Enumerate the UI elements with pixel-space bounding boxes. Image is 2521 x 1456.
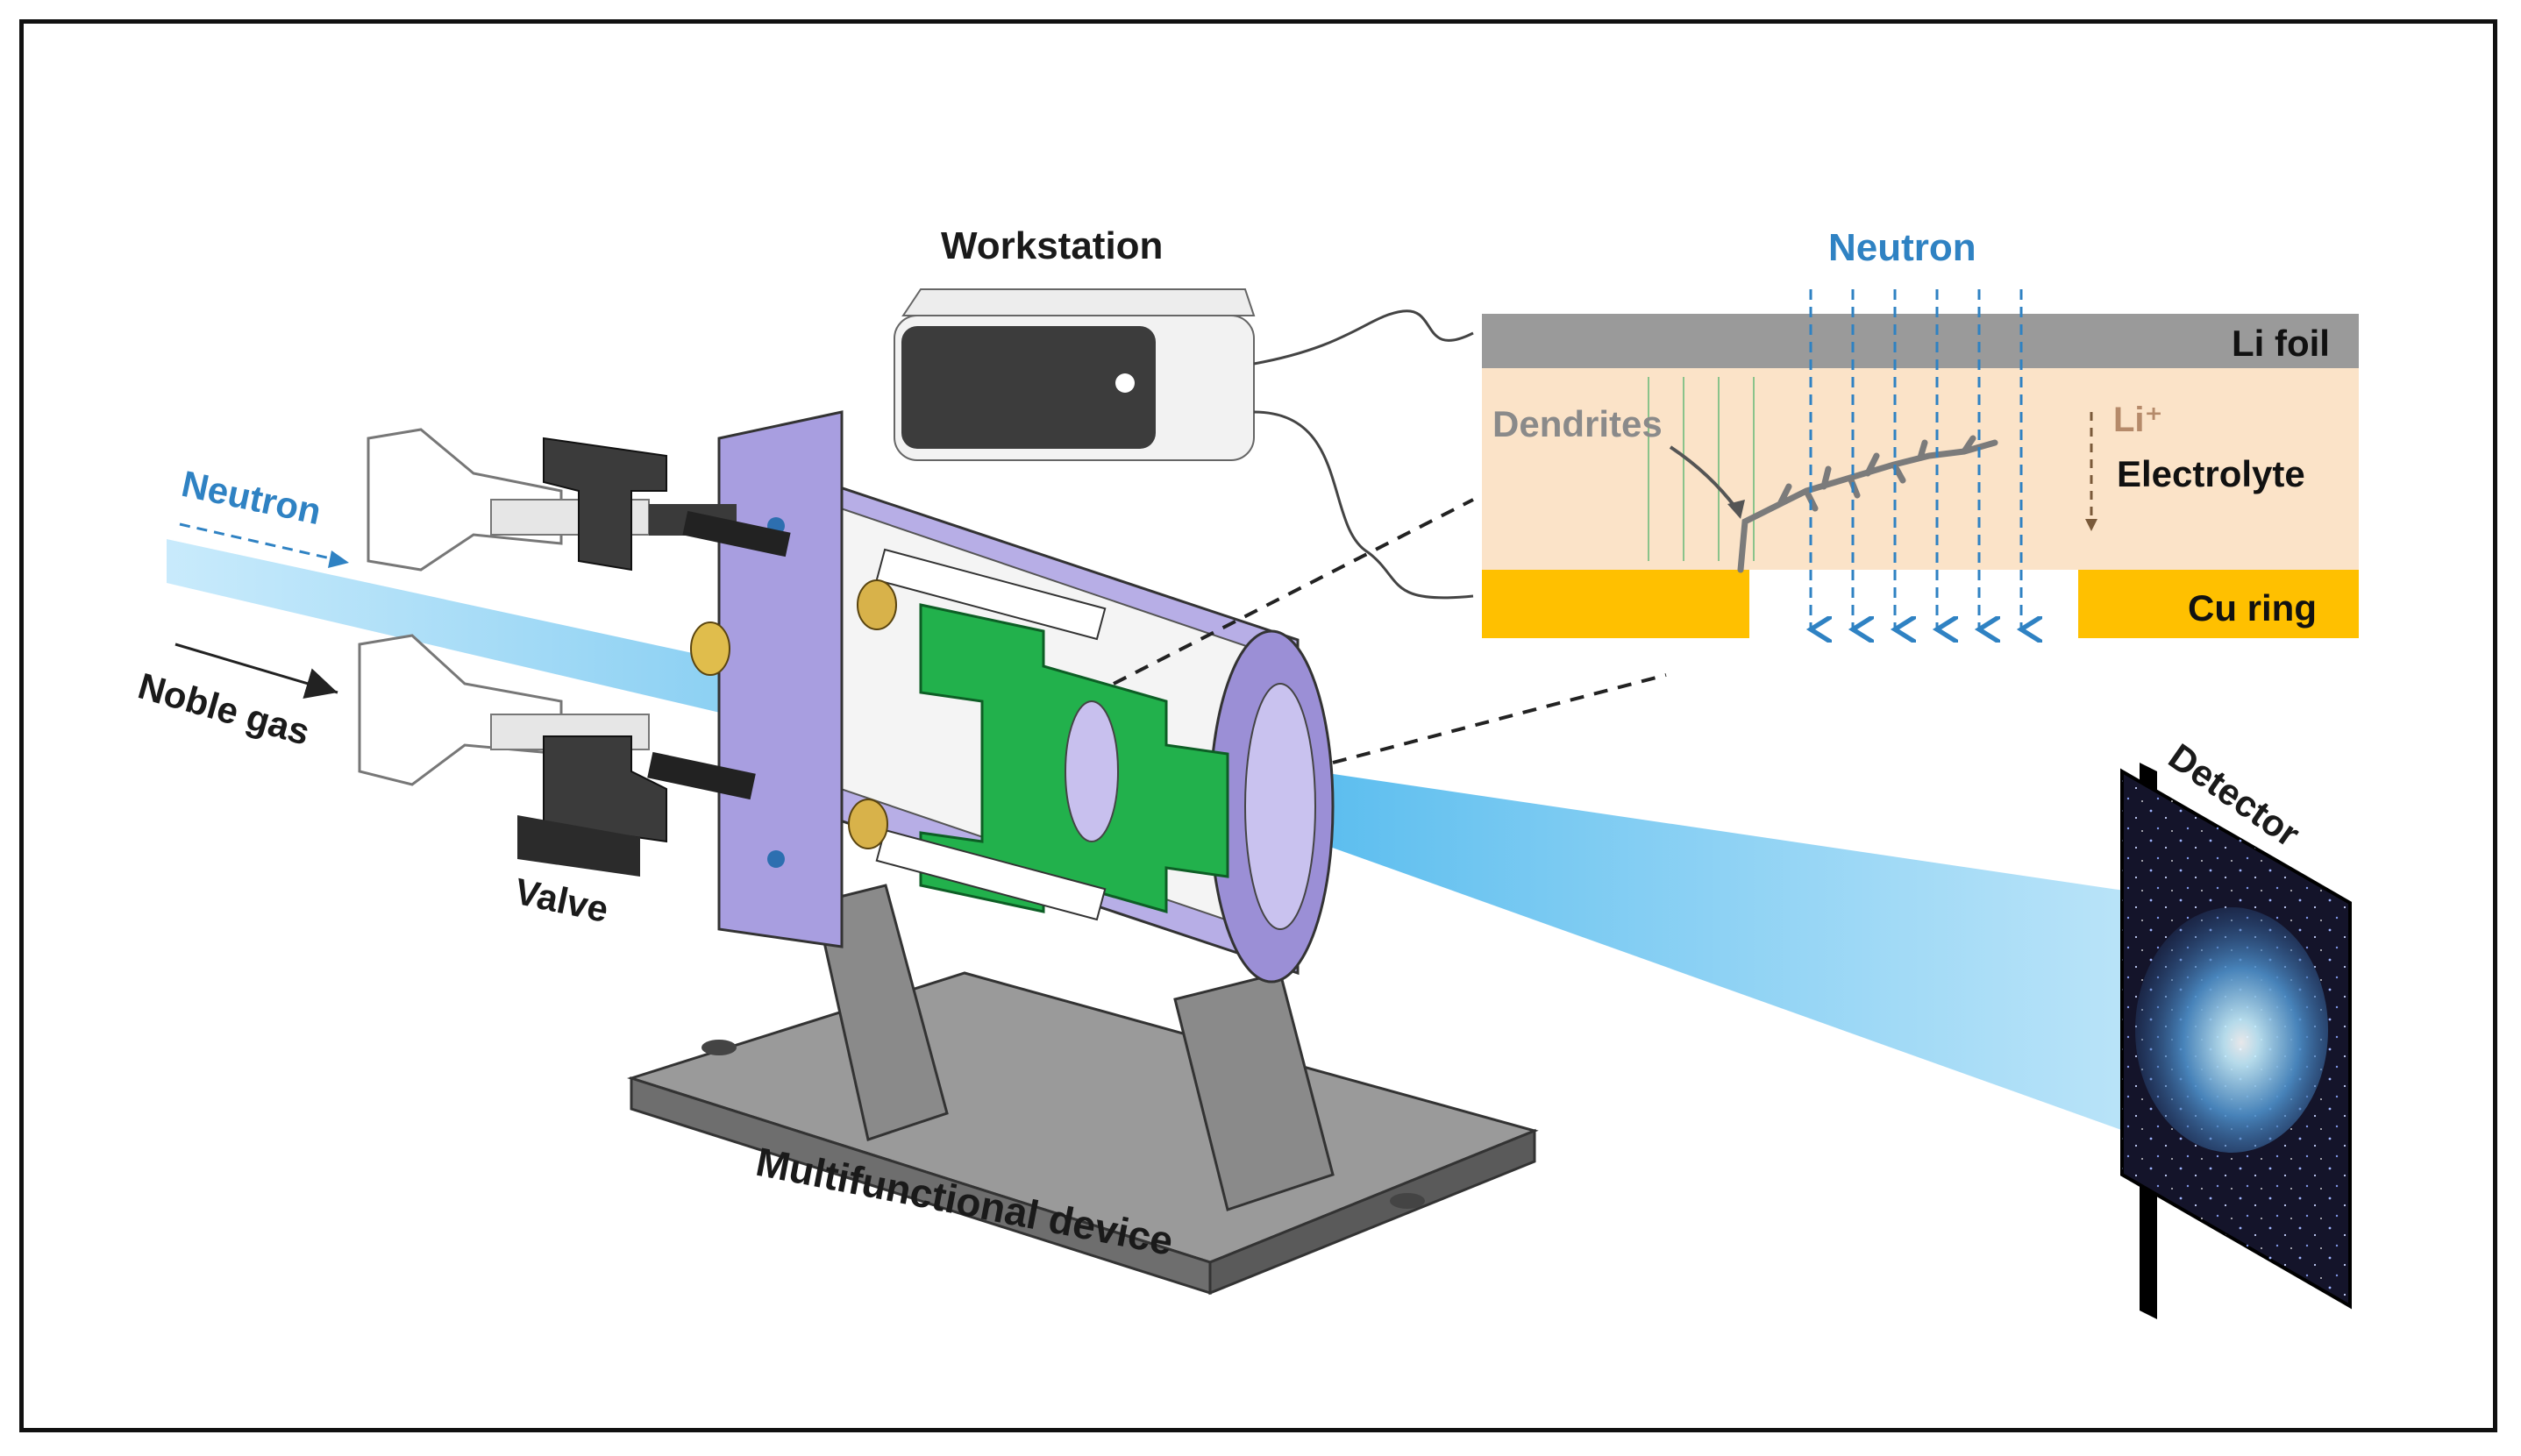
zoom-line-upper (1113, 498, 1474, 685)
inset-schematic (1482, 289, 2359, 638)
zoom-line-lower (1332, 673, 1667, 764)
cell-interior (690, 548, 1229, 921)
li-foil-label: Li foil (2232, 323, 2330, 364)
detector-panel (2120, 763, 2352, 1319)
cu-ring-right (2078, 570, 2359, 638)
neutron-inset-label: Neutron (1828, 226, 1976, 269)
valve-lower (358, 634, 756, 877)
electrolyte-layer (1482, 368, 2359, 570)
device-stand (627, 884, 1539, 1296)
valve-label: Valve (511, 870, 612, 930)
noble-gas-arrow (174, 643, 338, 699)
neutron-left-label: Neutron (178, 463, 324, 532)
cu-ring-left (1482, 570, 1749, 638)
cu-ring-label: Cu ring (2188, 587, 2317, 629)
li-ion-label: Li⁺ (2113, 401, 2163, 439)
scattered-neutron-cone (1315, 771, 2245, 1140)
workstation-wire-lower (1253, 410, 1474, 600)
neutron-incoming-arrow (179, 522, 343, 563)
electrolyte-label: Electrolyte (2117, 453, 2305, 494)
workstation-wire-upper (1253, 309, 1474, 366)
li-foil-layer (1482, 314, 2359, 368)
valve-upper (367, 428, 791, 572)
workstation-box (894, 288, 1256, 461)
dendrites-label: Dendrites (1492, 403, 1663, 444)
workstation-label: Workstation (941, 224, 1163, 267)
detector-scatter-spot (2135, 907, 2328, 1153)
